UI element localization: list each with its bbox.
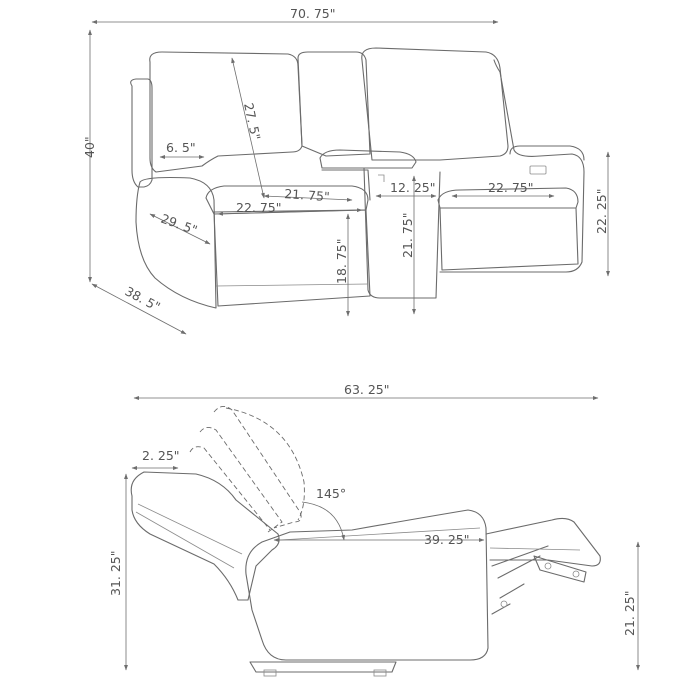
seat-width-right-label: 22. 75" [488, 180, 534, 195]
side-view: 63. 25" 2. 25" 145° 39. 25" 31. 25" 21. … [108, 382, 640, 677]
console-body [363, 167, 441, 299]
front-view: 70. 75" 40" 38. 5" 27. 5" 6. 5" 22. 75" … [82, 6, 610, 335]
side-base [249, 661, 397, 673]
left-seat-cushion [205, 185, 369, 215]
console-height-label: 21. 75" [400, 212, 415, 258]
left-arm [130, 78, 153, 188]
recline-angle-label: 145° [316, 486, 346, 501]
right-seat-cushion [437, 187, 579, 209]
side-back-upright [130, 471, 280, 601]
right-arm [439, 59, 585, 273]
footrest-mechanism [491, 545, 549, 615]
recline-position-3 [213, 406, 302, 529]
console-lid [319, 149, 417, 169]
side-back-height-label: 31. 25" [108, 550, 123, 596]
center-back-cushion [297, 51, 371, 157]
recline-position-2 [199, 427, 283, 533]
reclined-length-label: 63. 25" [344, 382, 390, 397]
left-arm-front [135, 176, 217, 309]
right-seat-front [439, 207, 579, 271]
overall-height-label: 40" [82, 136, 97, 158]
side-body [245, 509, 489, 661]
footrest [485, 517, 601, 567]
cup-holder-icon [378, 174, 385, 182]
seat-depth-left-label: 22. 75" [236, 200, 282, 215]
overall-width-label: 70. 75" [290, 6, 336, 21]
headrest-gap-label: 2. 25" [142, 448, 180, 463]
recline-position-1 [189, 446, 271, 531]
right-arm-panel [509, 145, 585, 161]
right-back-cushion [361, 47, 509, 161]
seat-height-label: 18. 75" [334, 238, 349, 284]
arm-height-label: 22. 25" [594, 188, 609, 234]
seat-to-front-label: 39. 25" [424, 532, 470, 547]
left-back-cushion [149, 51, 303, 173]
back-height-label: 27. 5" [241, 102, 263, 142]
footrest-height-label: 21. 25" [622, 590, 637, 636]
power-button-icon [529, 165, 547, 175]
overall-depth-label: 38. 5" [123, 283, 163, 314]
console-width-label: 12. 25" [390, 180, 436, 195]
recline-arc [225, 407, 305, 521]
seat-width-left-label: 21. 75" [284, 186, 330, 204]
arm-depth-label: 29. 5" [159, 211, 199, 238]
arm-width-label: 6. 5" [166, 140, 196, 155]
